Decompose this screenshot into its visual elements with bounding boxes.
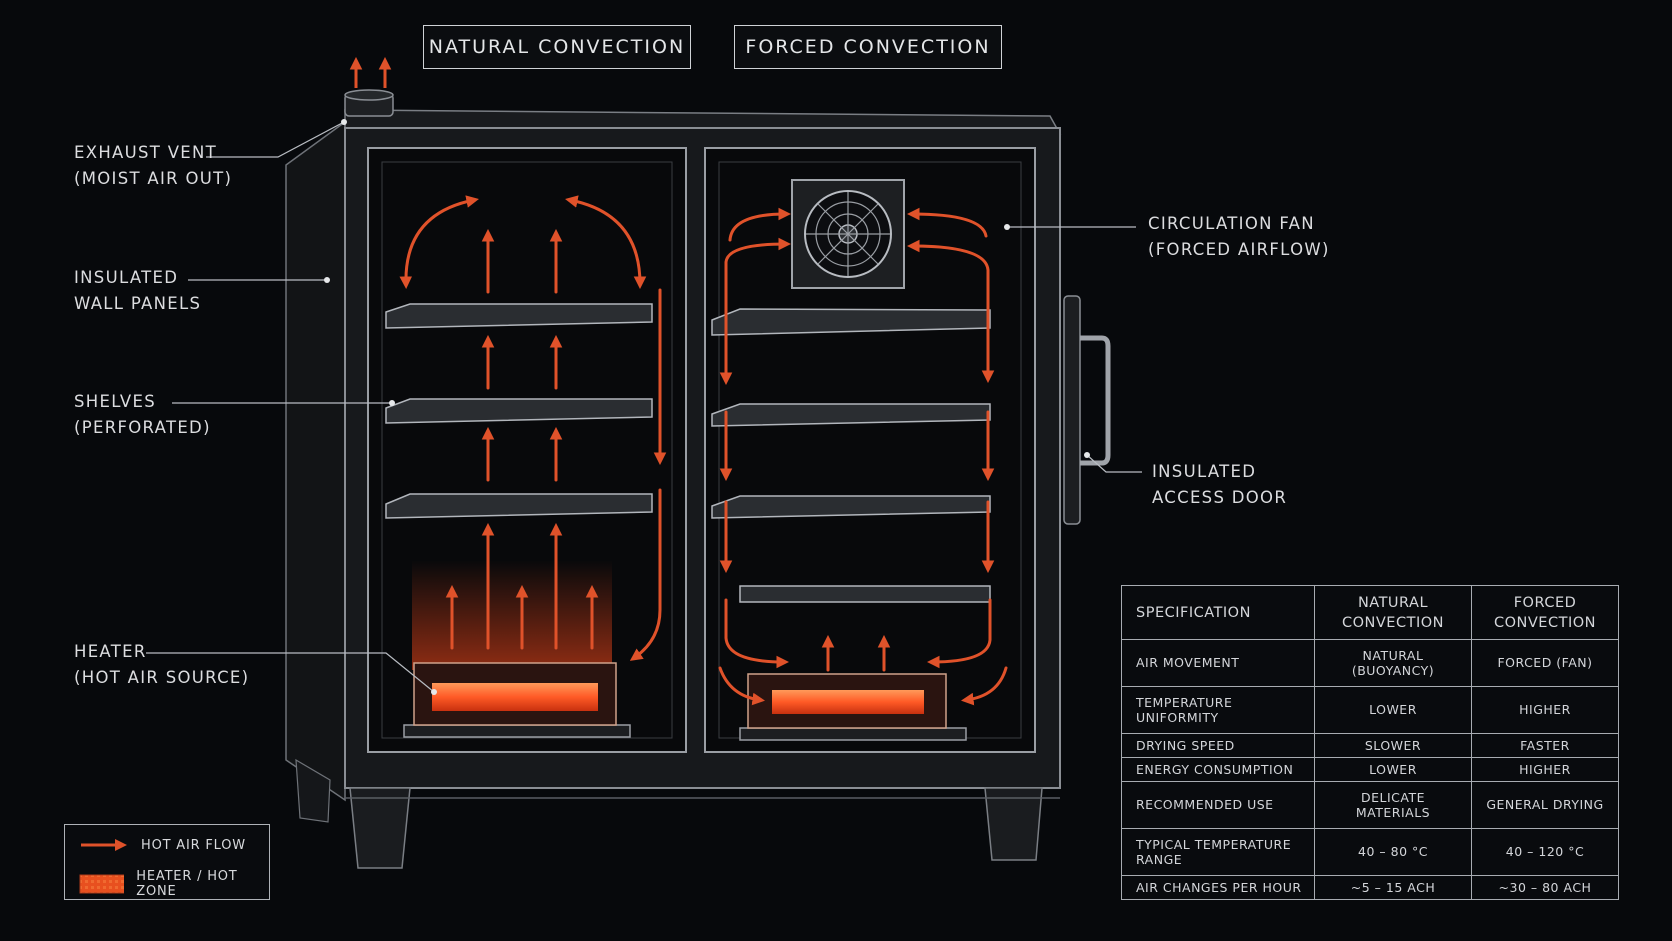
row-forced: FORCED (FAN) [1471,639,1619,687]
forced-airflow-arrows [718,207,1008,706]
row-forced: FASTER [1471,732,1619,758]
exhaust-arrows [349,56,392,88]
shelves-natural [385,303,653,519]
label-insulated-walls: INSULATED WALL PANELS [74,268,202,313]
label-heater: HEATER (HOT AIR SOURCE) [74,642,250,687]
arrow-right-icon [81,839,127,851]
col-header-spec: SPECIFICATION [1121,585,1315,640]
row-spec: RECOMMENDED USE [1121,781,1315,829]
row-spec: AIR MOVEMENT [1121,639,1315,687]
row-spec: ENERGY CONSUMPTION [1121,756,1315,783]
row-spec: TYPICAL TEMPERATURE RANGE [1121,827,1315,876]
row-forced: 40 – 120 °C [1471,827,1619,876]
row-natural: 40 – 80 °C [1314,827,1472,876]
heater-forced [739,673,967,741]
col-header-forced: FORCED CONVECTION [1471,585,1619,640]
row-natural: SLOWER [1314,732,1472,758]
legend-item-heater: HEATER / HOT ZONE [79,869,269,899]
circulation-fan [791,179,905,289]
table-header-row: SPECIFICATION NATURAL CONVECTION FORCED … [1121,585,1619,640]
label-exhaust-vent: EXHAUST VENT (MOIST AIR OUT) [74,143,233,188]
label-access-door: INSULATED ACCESS DOOR [1152,462,1288,507]
label-circulation-fan: CIRCULATION FAN (FORCED AIRFLOW) [1148,214,1330,259]
row-spec: DRYING SPEED [1121,732,1315,758]
specification-table: SPECIFICATION NATURAL CONVECTION FORCED … [1121,585,1619,901]
table-row: AIR CHANGES PER HOUR~5 – 15 ACH~30 – 80 … [1121,874,1619,901]
row-natural: DELICATE MATERIALS [1314,781,1472,829]
row-forced: ~30 – 80 ACH [1471,874,1619,901]
row-natural: NATURAL (BUOYANCY) [1314,639,1472,687]
header-forced-convection: FORCED CONVECTION [734,25,1002,69]
row-natural: LOWER [1314,685,1472,734]
row-forced: HIGHER [1471,685,1619,734]
row-spec: AIR CHANGES PER HOUR [1121,874,1315,901]
natural-airflow-arrows [399,195,667,661]
heater-natural [403,560,631,738]
row-spec: TEMPERATURE UNIFORMITY [1121,685,1315,734]
heater-swatch-icon [79,874,125,894]
header-natural-convection: NATURAL CONVECTION [423,25,691,69]
legend-item-hot-air: HOT AIR FLOW [79,837,246,853]
legend-label-heater: HEATER / HOT ZONE [136,869,238,899]
label-shelves: SHELVES (PERFORATED) [74,392,211,437]
row-forced: GENERAL DRYING [1471,781,1619,829]
row-natural: ~5 – 15 ACH [1314,874,1472,901]
legend: HOT AIR FLOW HEATER / HOT ZONE [64,824,270,900]
leader-dots [324,119,1090,695]
leader-lines [146,121,1142,693]
col-header-natural: NATURAL CONVECTION [1314,585,1472,640]
row-natural: LOWER [1314,756,1472,783]
legend-label-hot-air: HOT AIR FLOW [141,837,246,853]
row-forced: HIGHER [1471,756,1619,783]
